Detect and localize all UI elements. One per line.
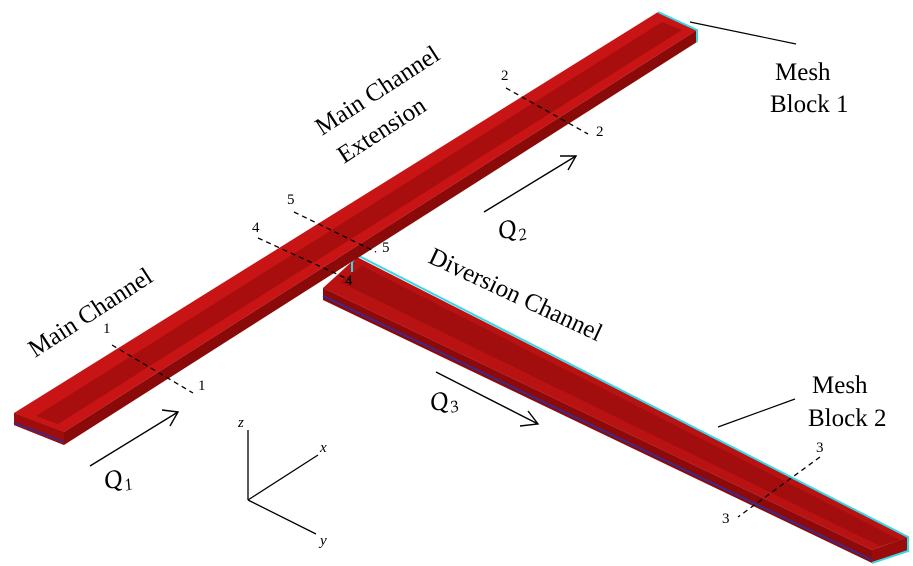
q3-arrow bbox=[435, 371, 540, 427]
diversion-channel-end bbox=[872, 537, 908, 563]
q1-label: Q1 bbox=[100, 461, 135, 500]
mesh-block-1-label-line2: Block 1 bbox=[770, 91, 848, 118]
mesh-block-1-leader bbox=[689, 21, 797, 45]
section-3-label-b: 3 bbox=[722, 511, 730, 527]
section-1-label-a: 1 bbox=[103, 321, 111, 337]
section-2-label-b: 2 bbox=[596, 124, 604, 140]
section-2-label-a: 2 bbox=[501, 68, 509, 84]
section-3-line bbox=[737, 456, 821, 518]
section-5-line bbox=[293, 211, 377, 253]
mesh-block-1-label-line1: Mesh bbox=[775, 59, 831, 86]
mesh-block-2-label-line2: Block 2 bbox=[808, 405, 886, 432]
axes-triad bbox=[247, 430, 319, 535]
y-axis bbox=[247, 499, 317, 535]
section-2-line bbox=[505, 87, 589, 135]
q1-arrow bbox=[89, 409, 180, 467]
flow-arrows bbox=[89, 155, 578, 467]
section-5-label-a: 5 bbox=[287, 192, 295, 208]
z-axis-label: z bbox=[237, 415, 244, 431]
q2-arrow bbox=[483, 155, 578, 213]
section-4-label-b: 4 bbox=[345, 273, 353, 289]
diversion-channel-floor bbox=[340, 266, 900, 546]
section-4-label-a: 4 bbox=[252, 220, 260, 236]
diversion-base-line bbox=[322, 295, 873, 561]
mesh-block-2-leader bbox=[717, 398, 796, 428]
q2-label: Q2 bbox=[494, 211, 529, 250]
y-axis-label: y bbox=[318, 533, 327, 549]
main-channel bbox=[13, 11, 698, 445]
mesh-block-2-label-line1: Mesh bbox=[812, 372, 868, 399]
mesh-block-1-edge bbox=[657, 11, 698, 42]
main-channel-floor bbox=[36, 22, 682, 424]
section-1-label-b: 1 bbox=[198, 378, 206, 394]
q3-label: Q3 bbox=[426, 383, 461, 422]
section-4-line bbox=[257, 237, 351, 281]
leader-lines bbox=[689, 21, 797, 428]
x-axis-label: x bbox=[319, 440, 327, 456]
section-1-line bbox=[111, 344, 194, 394]
x-axis bbox=[247, 454, 319, 501]
section-3-label-a: 3 bbox=[816, 440, 824, 456]
main-channel-base-line bbox=[13, 422, 65, 443]
cross-sections bbox=[111, 87, 821, 518]
section-5-label-b: 5 bbox=[382, 240, 390, 256]
